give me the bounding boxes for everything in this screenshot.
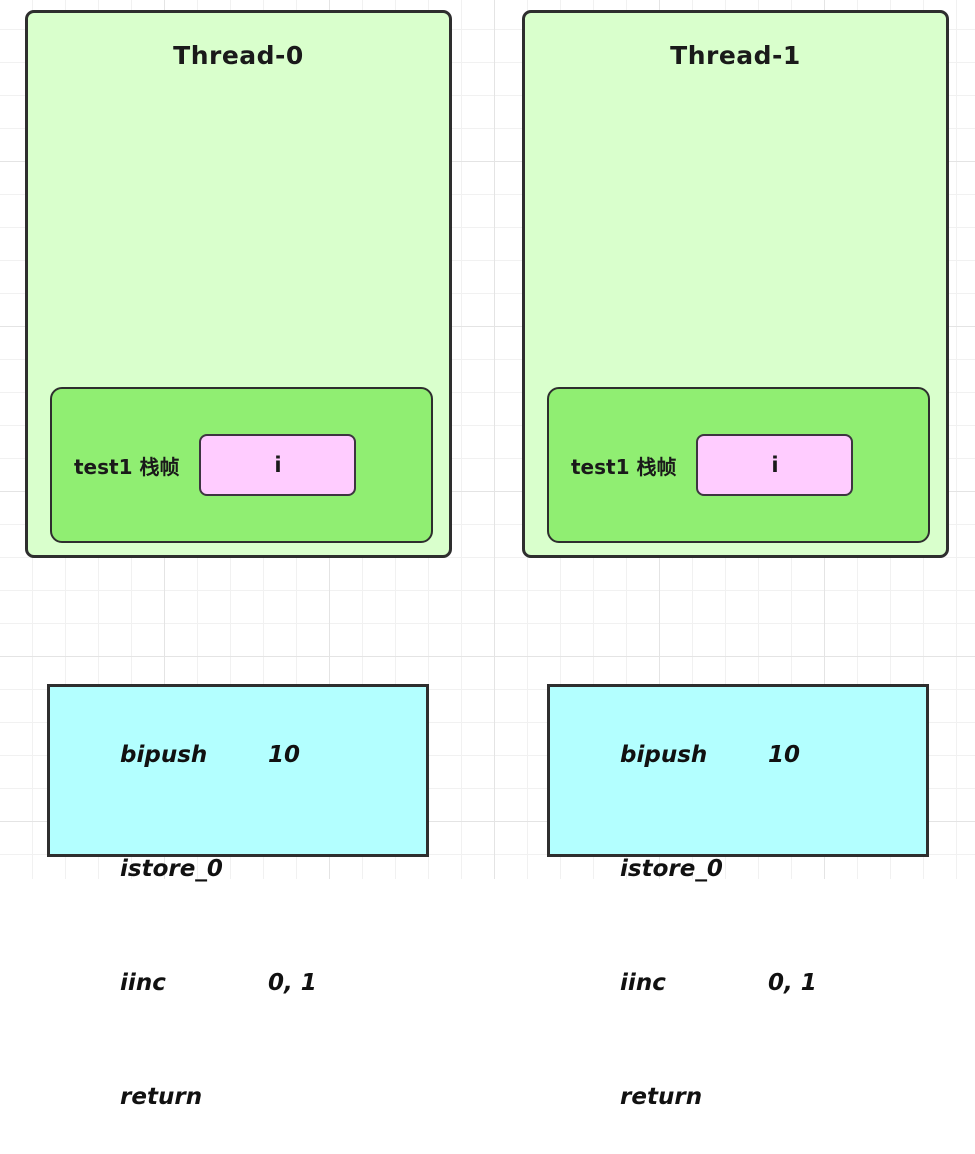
local-variable-slot-label-1: i [771, 453, 779, 477]
bytecode-operand: 0, 1 [268, 970, 317, 996]
bytecode-op: return [620, 1084, 703, 1110]
bytecode-box-1[interactable]: bipush 10 istore_0 iinc 0, 1 return [547, 684, 929, 1110]
bytecode-line: iinc 0, 1 [72, 926, 426, 1040]
bytecode-operand: 10 [268, 742, 301, 768]
local-variable-slot-label-0: i [274, 453, 282, 477]
bytecode-line: bipush 10 [572, 698, 926, 812]
bytecode-op: istore_0 [120, 856, 223, 882]
bytecode-op: iinc [120, 970, 166, 996]
stack-frame-label-0: test1 栈帧 [74, 454, 180, 479]
thread-box-1[interactable]: Thread-1 test1 栈帧 i [522, 10, 949, 558]
bytecode-line: istore_0 [72, 812, 426, 926]
bytecode-line: return [572, 1040, 926, 1154]
bytecode-op: bipush [120, 742, 208, 768]
thread-title-1: Thread-1 [670, 41, 801, 70]
local-variable-slot-1[interactable]: i [696, 434, 854, 496]
bytecode-op: return [120, 1084, 203, 1110]
bytecode-box-0[interactable]: bipush 10 istore_0 iinc 0, 1 return [47, 684, 429, 1110]
bytecode-op: bipush [620, 742, 708, 768]
bytecode-line: iinc 0, 1 [572, 926, 926, 1040]
thread-title-0: Thread-0 [173, 41, 304, 70]
bytecode-operand: 10 [768, 742, 801, 768]
local-variable-slot-0[interactable]: i [199, 434, 357, 496]
bytecode-line: istore_0 [572, 812, 926, 926]
stack-frame-0[interactable]: test1 栈帧 i [50, 387, 433, 543]
thread-box-0[interactable]: Thread-0 test1 栈帧 i [25, 10, 452, 558]
diagram-canvas: Thread-0 test1 栈帧 i Thread-1 test1 栈帧 i … [0, 0, 975, 1110]
bytecode-op: istore_0 [620, 856, 723, 882]
bytecode-line: bipush 10 [72, 698, 426, 812]
stack-frame-label-1: test1 栈帧 [571, 454, 677, 479]
bytecode-operand: 0, 1 [768, 970, 817, 996]
bytecode-op: iinc [620, 970, 666, 996]
bytecode-line: return [72, 1040, 426, 1154]
stack-frame-1[interactable]: test1 栈帧 i [547, 387, 930, 543]
